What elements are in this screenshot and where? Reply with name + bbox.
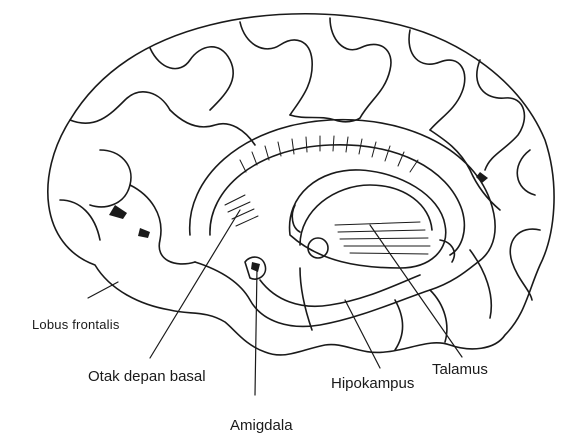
label-amigdala: Amigdala: [230, 418, 293, 433]
gyrus-8: [510, 229, 540, 300]
gyrus-7: [517, 150, 535, 195]
label-lobus-frontalis: Lobus frontalis: [32, 318, 120, 331]
gyrus-6: [477, 60, 525, 170]
gyrus-9: [90, 150, 131, 207]
leader-amigdala: [255, 268, 257, 395]
label-talamus: Talamus: [432, 362, 488, 377]
gyrus-3: [240, 22, 312, 115]
cingulate-gyrus: [190, 120, 495, 262]
amygdala-dark: [251, 262, 260, 272]
gyrus-1: [70, 92, 170, 123]
sulcus-mark-1: [109, 205, 127, 219]
sulcus-mark-2: [138, 228, 150, 238]
brainstem: [300, 268, 312, 330]
corpus-callosum-striations: [240, 136, 418, 172]
gyrus-4: [330, 18, 391, 118]
thalamus-hatch: [335, 222, 430, 254]
gyrus-16: [430, 290, 447, 342]
label-otak-depan-basal: Otak depan basal: [88, 369, 206, 384]
gyrus-17: [395, 300, 403, 350]
pineal: [440, 240, 454, 262]
anterior-commissure: [292, 205, 300, 232]
leader-otak-depan-basal: [150, 210, 240, 358]
temporal-lobe: [195, 262, 478, 326]
mammillary-body: [308, 238, 328, 258]
gyrus-14: [130, 185, 195, 264]
gyrus-5: [409, 30, 465, 130]
leader-lobus-frontalis: [88, 282, 118, 298]
fornix-curve: [300, 185, 432, 245]
basal-forebrain-hatch: [225, 195, 258, 226]
gyrus-11: [170, 110, 255, 145]
label-hipokampus: Hipokampus: [331, 376, 414, 391]
leader-talamus: [370, 225, 462, 357]
